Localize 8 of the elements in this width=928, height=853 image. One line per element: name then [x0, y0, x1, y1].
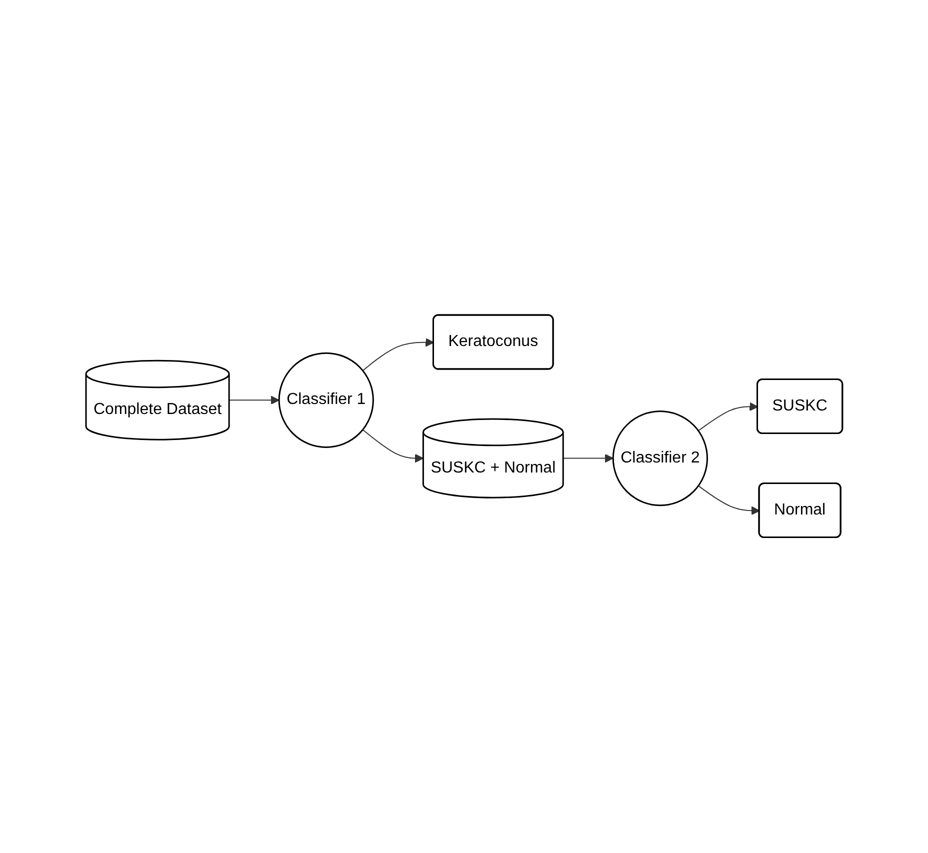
arrow	[562, 454, 614, 464]
arrow	[362, 338, 434, 372]
node-circle: Classifier 2	[612, 410, 708, 506]
node-circle: Classifier 1	[278, 352, 374, 448]
arrow	[698, 402, 758, 432]
arrow	[362, 430, 424, 464]
arrow	[698, 486, 760, 516]
arrow	[228, 396, 280, 405]
